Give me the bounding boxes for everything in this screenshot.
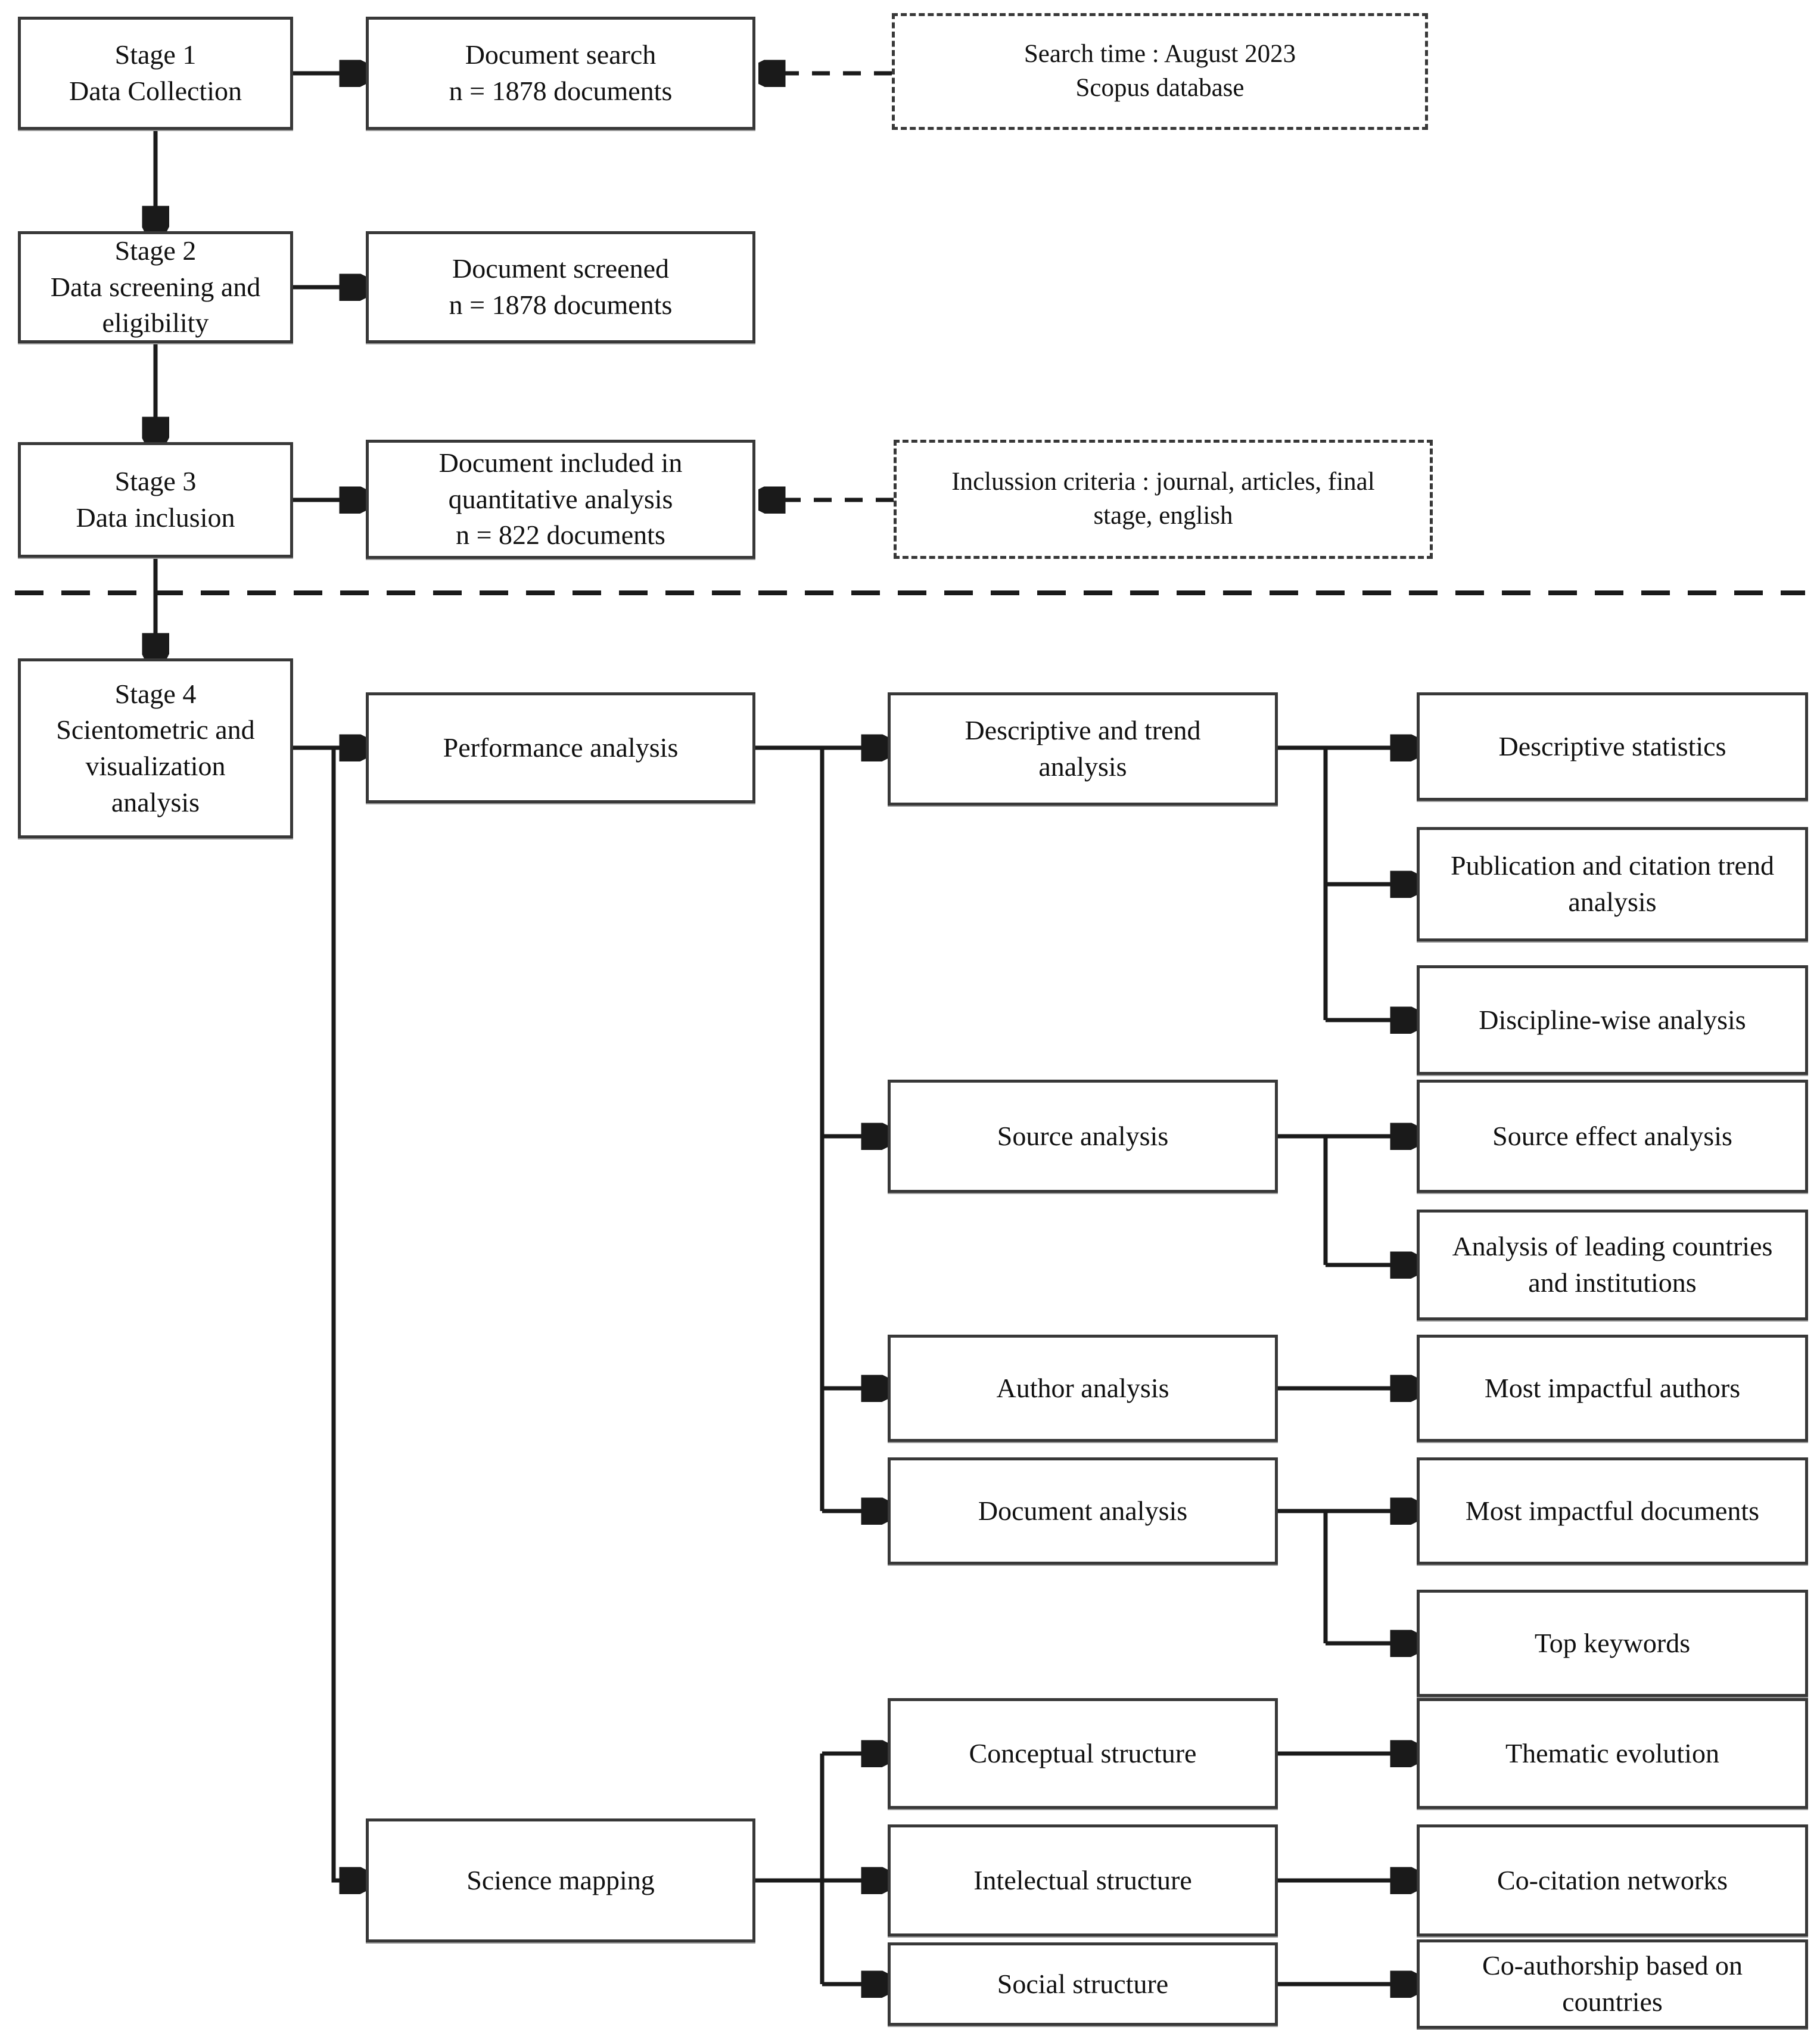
node-search-time: Search time : August 2023 Scopus databas… [892, 13, 1428, 130]
node-desc-trend: Descriptive and trend analysis [888, 692, 1278, 806]
node-conceptual: Conceptual structure [888, 1698, 1278, 1809]
node-doc-screened: Document screened n = 1878 documents [366, 231, 755, 343]
node-source-analysis: Source analysis [888, 1080, 1278, 1193]
node-stage1: Stage 1 Data Collection [18, 17, 293, 130]
node-stage2: Stage 2 Data screening and eligibility [18, 231, 293, 343]
node-stage3: Stage 3 Data inclusion [18, 442, 293, 558]
node-author-analysis: Author analysis [888, 1335, 1278, 1442]
node-doc-search: Document search n = 1878 documents [366, 17, 755, 130]
node-science-mapping: Science mapping [366, 1818, 755, 1942]
node-top-keywords: Top keywords [1417, 1590, 1808, 1697]
node-social: Social structure [888, 1942, 1278, 2026]
node-thematic: Thematic evolution [1417, 1698, 1808, 1809]
node-intelectual: Intelectual structure [888, 1824, 1278, 1936]
node-impactful-docs: Most impactful documents [1417, 1457, 1808, 1565]
node-coauthorship: Co-authorship based on countries [1417, 1939, 1808, 2029]
node-stage4: Stage 4 Scientometric and visualization … [18, 658, 293, 838]
edge-stage4-science-mapping [331, 748, 362, 1880]
node-source-effect: Source effect analysis [1417, 1080, 1808, 1193]
node-impactful-authors: Most impactful authors [1417, 1335, 1808, 1442]
node-desc-stats: Descriptive statistics [1417, 692, 1808, 801]
node-discipline: Discipline-wise analysis [1417, 965, 1808, 1075]
node-inclusion-criteria: Inclussion criteria : journal, articles,… [894, 440, 1433, 559]
node-performance: Performance analysis [366, 692, 755, 803]
node-document-analysis: Document analysis [888, 1457, 1278, 1565]
node-cocitation: Co-citation networks [1417, 1824, 1808, 1936]
node-doc-included: Document included in quantitative analys… [366, 440, 755, 559]
node-pub-citation: Publication and citation trend analysis [1417, 827, 1808, 941]
node-leading-countries: Analysis of leading countries and instit… [1417, 1210, 1808, 1320]
